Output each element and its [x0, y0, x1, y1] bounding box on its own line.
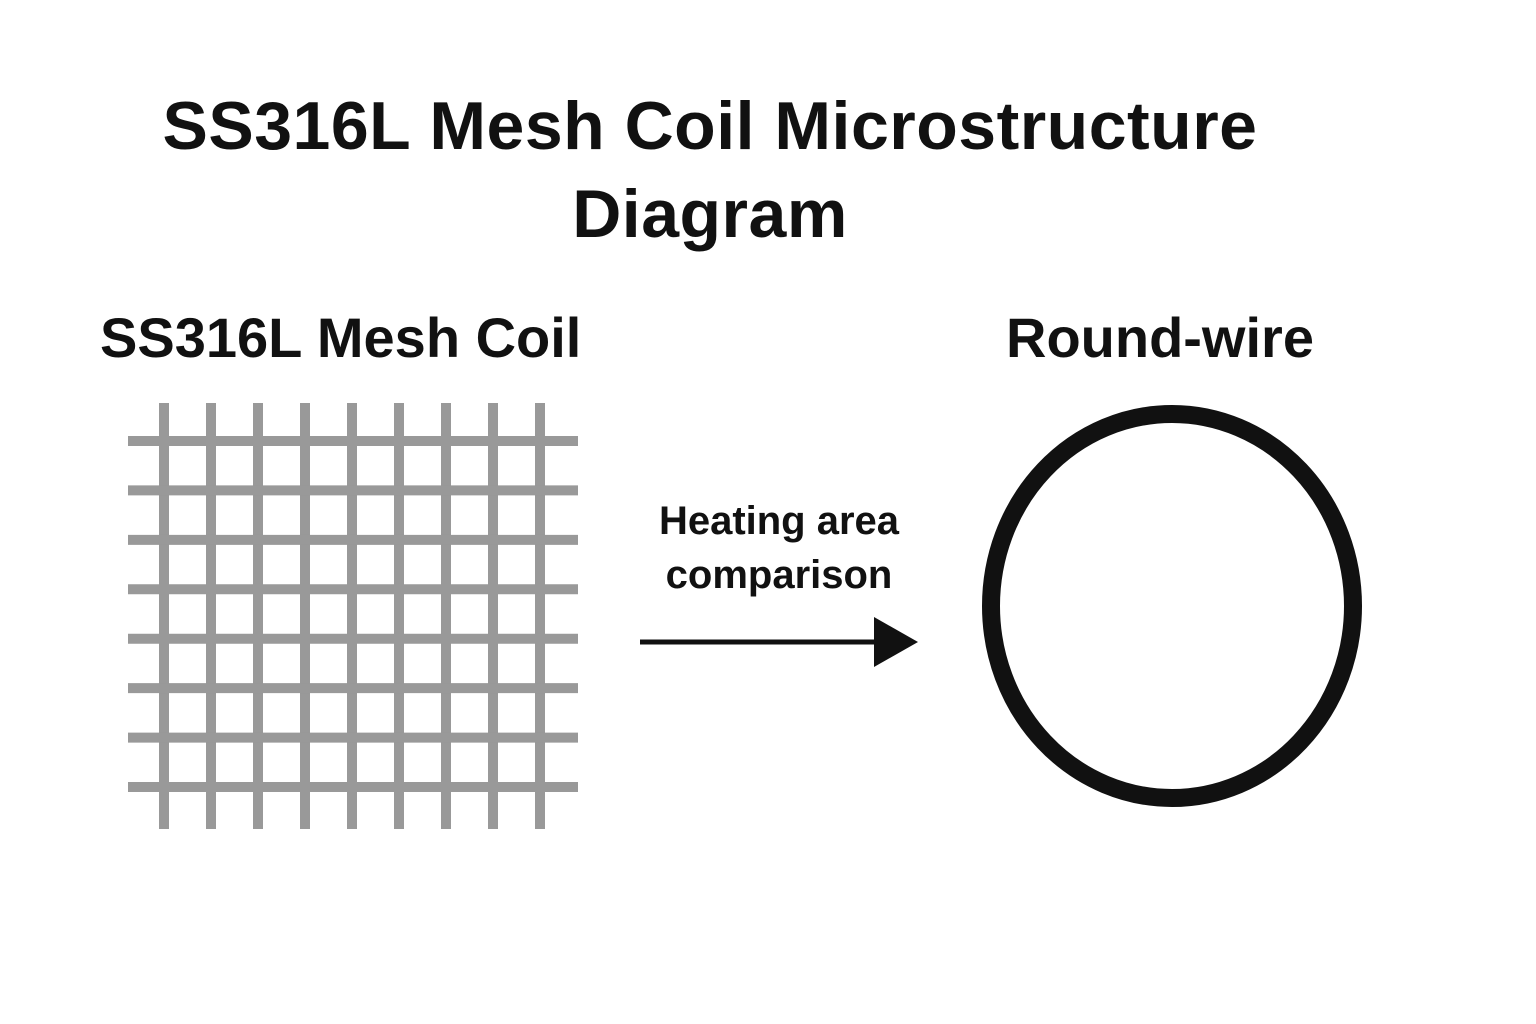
arrow-caption-line-2: comparison — [665, 553, 893, 597]
comparison-arrow — [640, 617, 918, 667]
title-line-2: Diagram — [572, 176, 848, 252]
arrow-head — [874, 617, 918, 667]
round-wire-circle — [982, 405, 1362, 807]
diagram-title: SS316L Mesh Coil Microstructure Diagram — [0, 82, 1420, 258]
mesh-grid — [128, 403, 578, 829]
arrow-caption-line-1: Heating area — [658, 499, 900, 543]
title-line-1: SS316L Mesh Coil Microstructure — [162, 88, 1258, 164]
round-wire-label: Round-wire — [1006, 306, 1314, 369]
arrow-caption: Heating area comparison — [620, 494, 938, 602]
mesh-coil-label: SS316L Mesh Coil — [100, 306, 582, 369]
